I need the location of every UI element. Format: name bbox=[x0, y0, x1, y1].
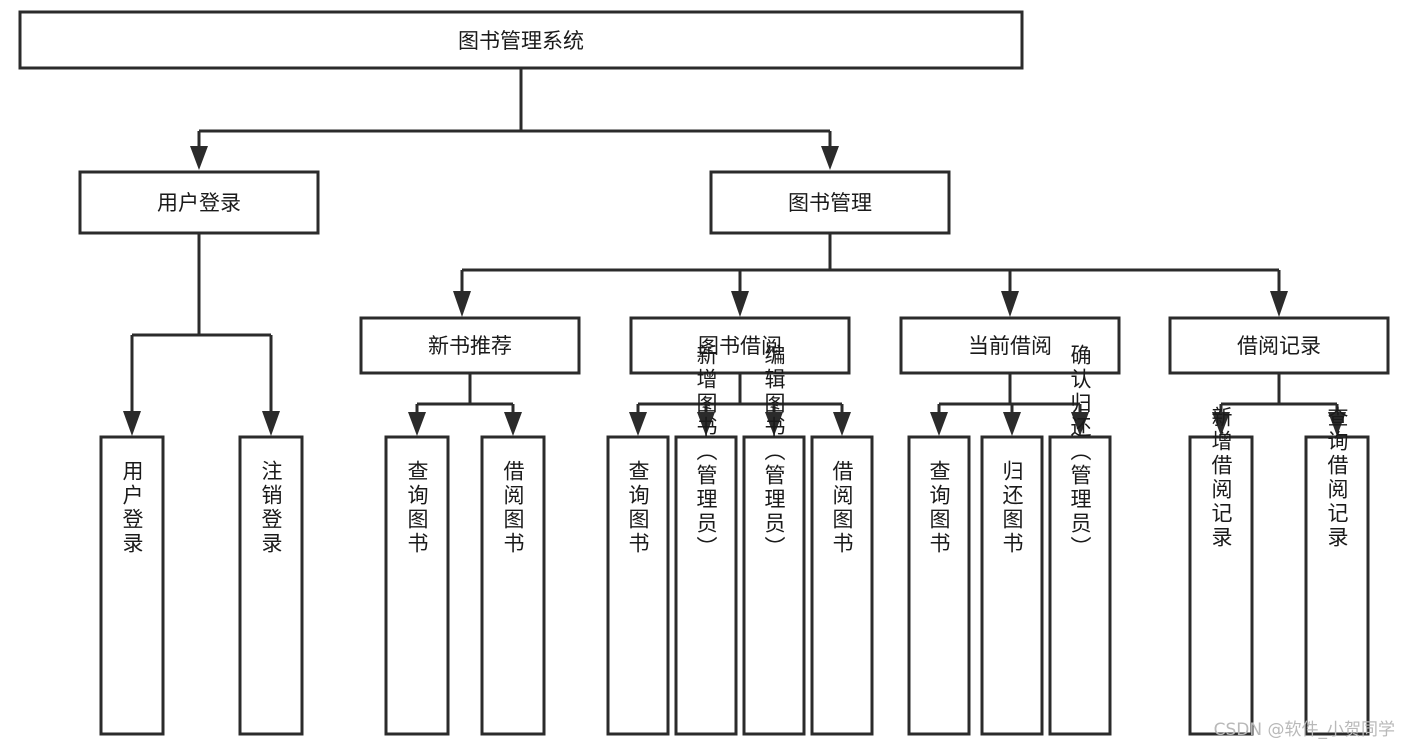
arrow-head-icon bbox=[1071, 412, 1089, 436]
node-box[interactable] bbox=[1188, 435, 1254, 736]
leaf-label-user-login: 用户登录 bbox=[120, 460, 144, 556]
node-box[interactable] bbox=[1048, 435, 1112, 736]
node-new-book-recommend[interactable]: 新书推荐 bbox=[359, 316, 581, 375]
node-label-book-borrow: 图书借阅 bbox=[698, 334, 782, 358]
node-label-book-management: 图书管理 bbox=[788, 191, 872, 215]
arrow-head-icon bbox=[408, 412, 426, 436]
node-box[interactable] bbox=[359, 316, 581, 375]
leaf-query-book-borrow[interactable]: 查询图书 bbox=[606, 435, 670, 736]
leaf-borrow-book-newbook[interactable]: 借阅图书 bbox=[480, 435, 546, 736]
leaf-borrow-book-borrow[interactable]: 借阅图书 bbox=[810, 435, 874, 736]
leaf-logout[interactable]: 注销登录 bbox=[238, 435, 304, 736]
leaf-label-logout: 注销登录 bbox=[259, 460, 283, 556]
arrow-head-icon bbox=[731, 291, 749, 317]
leaf-query-book-newbook[interactable]: 查询图书 bbox=[384, 435, 450, 736]
arrow-head-icon bbox=[504, 412, 522, 436]
node-label-new-book-recommend: 新书推荐 bbox=[428, 334, 512, 358]
leaf-label-edit-book-admin: 编辑图书（管理员） bbox=[762, 344, 786, 560]
node-box[interactable] bbox=[78, 170, 320, 235]
node-box[interactable] bbox=[907, 435, 971, 736]
node-user-login[interactable]: 用户登录 bbox=[78, 170, 320, 235]
node-borrow-record[interactable]: 借阅记录 bbox=[1168, 316, 1390, 375]
arrow-head-icon bbox=[190, 146, 208, 170]
node-layer: 图书管理系统 用户登录 图书管理 新书推荐 图书借阅 bbox=[18, 10, 1390, 736]
leaf-label-query-book: 查询图书 bbox=[927, 460, 951, 556]
leaf-return-book[interactable]: 归还图书 bbox=[980, 435, 1044, 736]
leaf-label-query-borrow-record: 查询借阅记录 bbox=[1325, 406, 1349, 550]
node-box[interactable] bbox=[238, 435, 304, 736]
node-box[interactable] bbox=[18, 10, 1024, 70]
leaf-query-borrow-record[interactable]: 查询借阅记录 bbox=[1304, 406, 1370, 736]
node-box[interactable] bbox=[980, 435, 1044, 736]
leaf-label-query-book: 查询图书 bbox=[405, 460, 429, 556]
arrow-head-icon bbox=[262, 411, 280, 436]
node-box[interactable] bbox=[1304, 435, 1370, 736]
node-box[interactable] bbox=[99, 435, 165, 736]
arrow-head-icon bbox=[1001, 291, 1019, 317]
leaf-user-login[interactable]: 用户登录 bbox=[99, 435, 165, 736]
arrow-head-icon bbox=[1212, 412, 1230, 436]
node-book-management[interactable]: 图书管理 bbox=[709, 170, 951, 235]
node-box[interactable] bbox=[480, 435, 546, 736]
leaf-edit-book-admin[interactable]: 编辑图书（管理员） bbox=[742, 344, 806, 736]
node-box[interactable] bbox=[810, 435, 874, 736]
leaf-label-add-borrow-record: 新增借阅记录 bbox=[1209, 406, 1233, 550]
leaf-label-add-book-admin: 新增图书（管理员） bbox=[694, 344, 718, 560]
leaf-query-book-current[interactable]: 查询图书 bbox=[907, 435, 971, 736]
arrow-head-icon bbox=[765, 412, 783, 436]
node-box[interactable] bbox=[899, 316, 1121, 375]
node-box[interactable] bbox=[709, 170, 951, 235]
leaf-label-query-book: 查询图书 bbox=[626, 460, 650, 556]
leaf-confirm-return-admin[interactable]: 确认归还（管理员） bbox=[1048, 344, 1112, 736]
node-box[interactable] bbox=[629, 316, 851, 375]
arrow-head-icon bbox=[833, 412, 851, 436]
csdn-watermark: CSDN @软件_小贺同学 bbox=[1214, 720, 1395, 740]
node-label-current-borrow: 当前借阅 bbox=[968, 334, 1052, 358]
arrow-head-icon bbox=[123, 411, 141, 436]
node-label-root: 图书管理系统 bbox=[458, 29, 584, 53]
node-box[interactable] bbox=[674, 435, 738, 736]
node-label-borrow-record: 借阅记录 bbox=[1237, 334, 1321, 358]
arrow-head-icon bbox=[821, 146, 839, 170]
node-box[interactable] bbox=[742, 435, 806, 736]
arrow-head-icon bbox=[1328, 412, 1346, 436]
arrow-head-icon bbox=[697, 412, 715, 436]
arrow-head-icon bbox=[453, 291, 471, 317]
leaf-label-return-book: 归还图书 bbox=[1000, 460, 1024, 556]
node-label-user-login: 用户登录 bbox=[157, 191, 241, 215]
connector-layer bbox=[123, 68, 1346, 436]
node-root-system[interactable]: 图书管理系统 bbox=[18, 10, 1024, 70]
leaf-label-borrow-book: 借阅图书 bbox=[830, 460, 854, 556]
leaf-add-borrow-record[interactable]: 新增借阅记录 bbox=[1188, 406, 1254, 736]
arrow-head-icon bbox=[930, 412, 948, 436]
node-box[interactable] bbox=[606, 435, 670, 736]
leaf-add-book-admin[interactable]: 新增图书（管理员） bbox=[674, 344, 738, 736]
node-box[interactable] bbox=[1168, 316, 1390, 375]
node-current-borrow[interactable]: 当前借阅 bbox=[899, 316, 1121, 375]
arrow-head-icon bbox=[1003, 412, 1021, 436]
leaf-label-confirm-return-admin: 确认归还（管理员） bbox=[1068, 344, 1092, 560]
node-box[interactable] bbox=[384, 435, 450, 736]
leaf-label-borrow-book: 借阅图书 bbox=[501, 460, 525, 556]
arrow-head-icon bbox=[1270, 291, 1288, 317]
arrow-head-icon bbox=[629, 412, 647, 436]
node-book-borrow[interactable]: 图书借阅 bbox=[629, 316, 851, 375]
